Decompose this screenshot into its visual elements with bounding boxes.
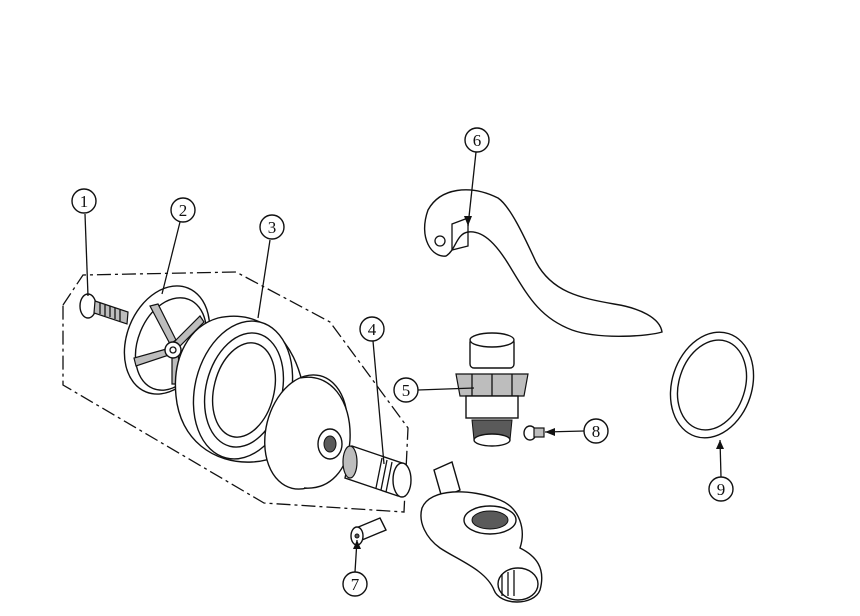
arrowhead-6 — [464, 216, 472, 226]
callout-number: 2 — [179, 201, 188, 220]
arrowhead-8 — [545, 428, 555, 436]
callout-number: 6 — [473, 131, 482, 150]
part-dome-cap — [264, 374, 351, 490]
callout-5: 5 — [393, 377, 419, 403]
callout-number: 4 — [368, 320, 377, 339]
callout-number: 3 — [268, 218, 277, 237]
arrowhead-9 — [716, 440, 724, 449]
callout-number: 9 — [717, 480, 726, 499]
callout-9: 9 — [708, 476, 734, 502]
callout-1: 1 — [71, 188, 97, 214]
part-small-screw — [523, 425, 545, 441]
leader-3 — [257, 239, 271, 319]
part-nipple-pipe — [342, 445, 412, 498]
callout-number: 5 — [402, 381, 411, 400]
leader-4 — [372, 340, 385, 465]
leader-5 — [417, 387, 475, 391]
callout-8: 8 — [583, 418, 609, 444]
leader-lines — [84, 151, 724, 573]
callout-number: 7 — [351, 575, 360, 594]
part-valve-body — [420, 461, 543, 603]
part-valve-cartridge — [455, 332, 529, 447]
leader-6 — [467, 151, 477, 227]
callout-4: 4 — [359, 316, 385, 342]
part-gasket-ring — [669, 331, 755, 439]
callout-7: 7 — [342, 571, 368, 597]
part-screw — [79, 293, 129, 325]
callout-3: 3 — [259, 214, 285, 240]
callout-number: 1 — [80, 192, 89, 211]
leader-2 — [161, 221, 181, 295]
part-small-bolt — [350, 517, 387, 546]
leader-1 — [84, 213, 89, 297]
callout-6: 6 — [464, 127, 490, 153]
callout-2: 2 — [170, 197, 196, 223]
assembly-envelope — [62, 271, 409, 513]
part-foot-lever — [423, 189, 663, 337]
callout-number: 8 — [592, 422, 601, 441]
arrowhead-7 — [353, 540, 361, 549]
